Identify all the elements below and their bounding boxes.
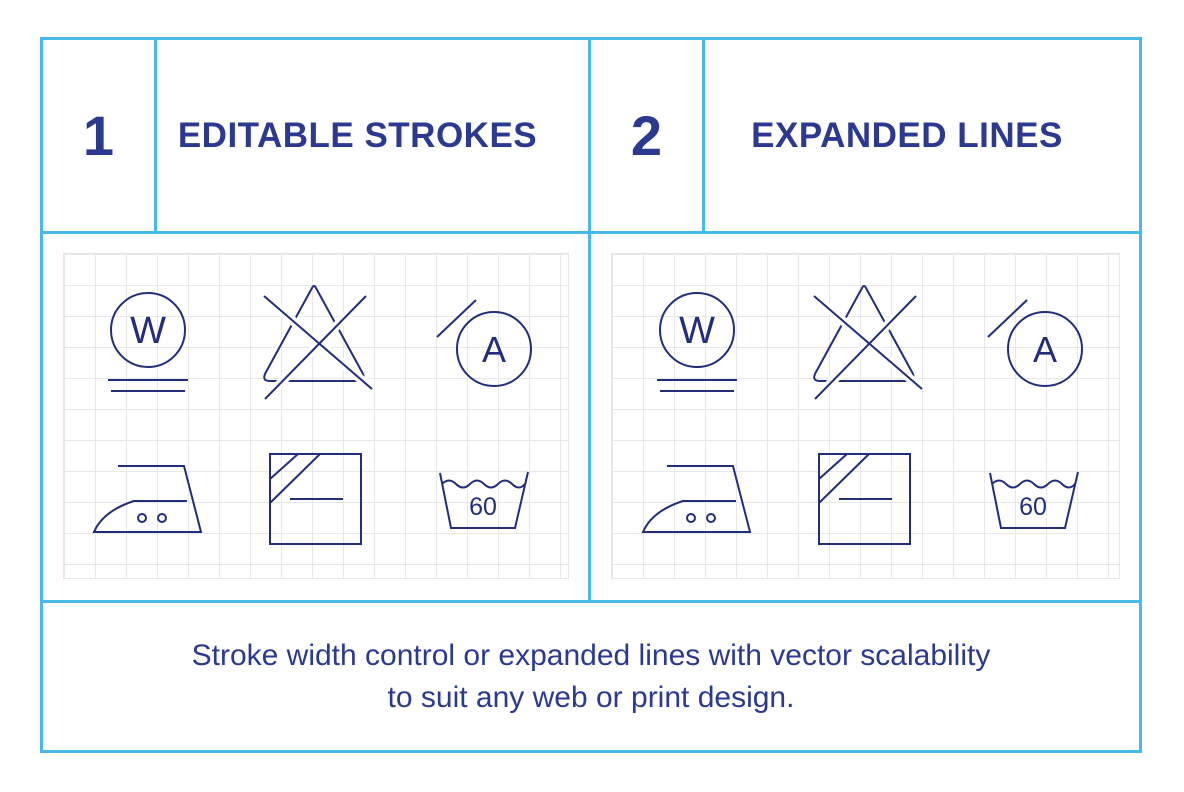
header-row: 1 EDITABLE STROKES 2 EXPANDED LINES (43, 40, 1139, 234)
grid-canvas-left: W (63, 253, 569, 579)
icons-row: W (43, 234, 1139, 603)
svg-text:W: W (130, 310, 166, 352)
wash-temperature-tub-icon: 60 (400, 421, 568, 578)
svg-text:A: A (1032, 329, 1056, 370)
grid-canvas-right: W (611, 253, 1120, 579)
wet-cleaning-circle-icon: W (612, 264, 781, 421)
dry-clean-circle-icon: A (950, 264, 1119, 421)
icon-row-bottom: 60 (64, 421, 568, 578)
caption-line-2: to suit any web or print design. (387, 680, 795, 714)
svg-text:60: 60 (469, 493, 497, 521)
dry-clean-circle-icon: A (400, 264, 568, 421)
do-not-bleach-triangle-icon (232, 264, 400, 421)
editable-strokes-panel: W (43, 234, 591, 600)
dry-flat-in-shade-square-icon (781, 421, 950, 578)
caption-line-1: Stroke width control or expanded lines w… (191, 638, 991, 672)
panel-number-cell-2: 2 (591, 40, 705, 231)
panel-title-2: EXPANDED LINES (751, 115, 1063, 155)
expanded-lines-panel: W (591, 234, 1139, 600)
wet-cleaning-circle-icon: W (64, 264, 232, 421)
icon-row-top: W (64, 264, 568, 421)
svg-text:A: A (482, 329, 506, 370)
iron-icon (612, 421, 781, 578)
panel-title-1: EDITABLE STROKES (177, 115, 538, 155)
caption-row: Stroke width control or expanded lines w… (43, 603, 1139, 750)
dry-flat-in-shade-square-icon (232, 421, 400, 578)
panel-title-cell-1: EDITABLE STROKES (157, 40, 588, 231)
wash-temperature-tub-icon: 60 (950, 421, 1119, 578)
poster-frame: 1 EDITABLE STROKES 2 EXPANDED LINES (40, 37, 1142, 753)
header-right: 2 EXPANDED LINES (591, 40, 1139, 231)
panel-number-2: 2 (630, 103, 663, 167)
icon-row-bottom: 60 (612, 421, 1119, 578)
icon-row-top: W (612, 264, 1119, 421)
panel-number-cell-1: 1 (43, 40, 157, 231)
svg-text:W: W (679, 310, 715, 352)
svg-text:60: 60 (1019, 493, 1047, 521)
do-not-bleach-triangle-icon (781, 264, 950, 421)
panel-number-1: 1 (82, 103, 115, 167)
header-left: 1 EDITABLE STROKES (43, 40, 591, 231)
iron-icon (64, 421, 232, 578)
panel-title-cell-2: EXPANDED LINES (705, 40, 1139, 231)
